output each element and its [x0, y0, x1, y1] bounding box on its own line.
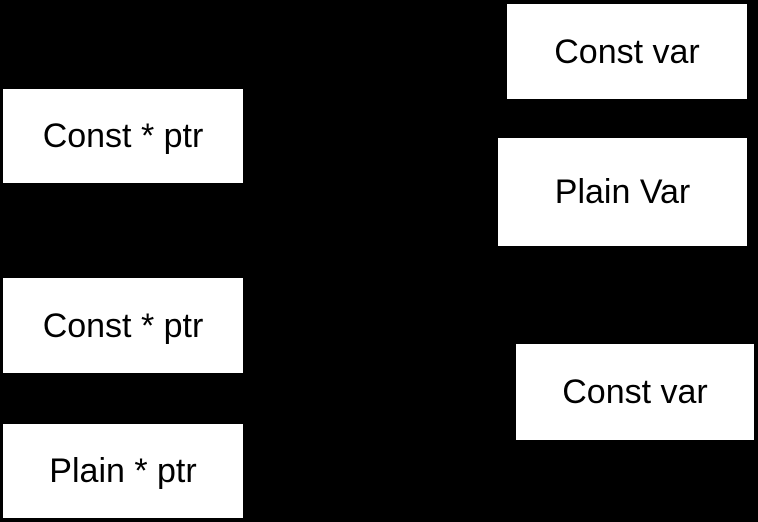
node-const-ptr-1: Const * ptr: [3, 89, 243, 183]
node-plain-var: Plain Var: [498, 138, 747, 246]
node-label: Const var: [554, 32, 700, 71]
node-label: Plain Var: [554, 173, 691, 211]
node-label: Const var: [562, 373, 708, 411]
node-label: Const * ptr: [42, 117, 204, 155]
node-const-ptr-2: Const * ptr: [3, 278, 243, 373]
node-label: Const * ptr: [42, 306, 204, 345]
node-const-var-2: Const var: [516, 344, 754, 440]
node-label: Plain * ptr: [49, 452, 197, 490]
node-plain-ptr: Plain * ptr: [3, 424, 243, 518]
node-const-var-1: Const var: [507, 4, 747, 99]
